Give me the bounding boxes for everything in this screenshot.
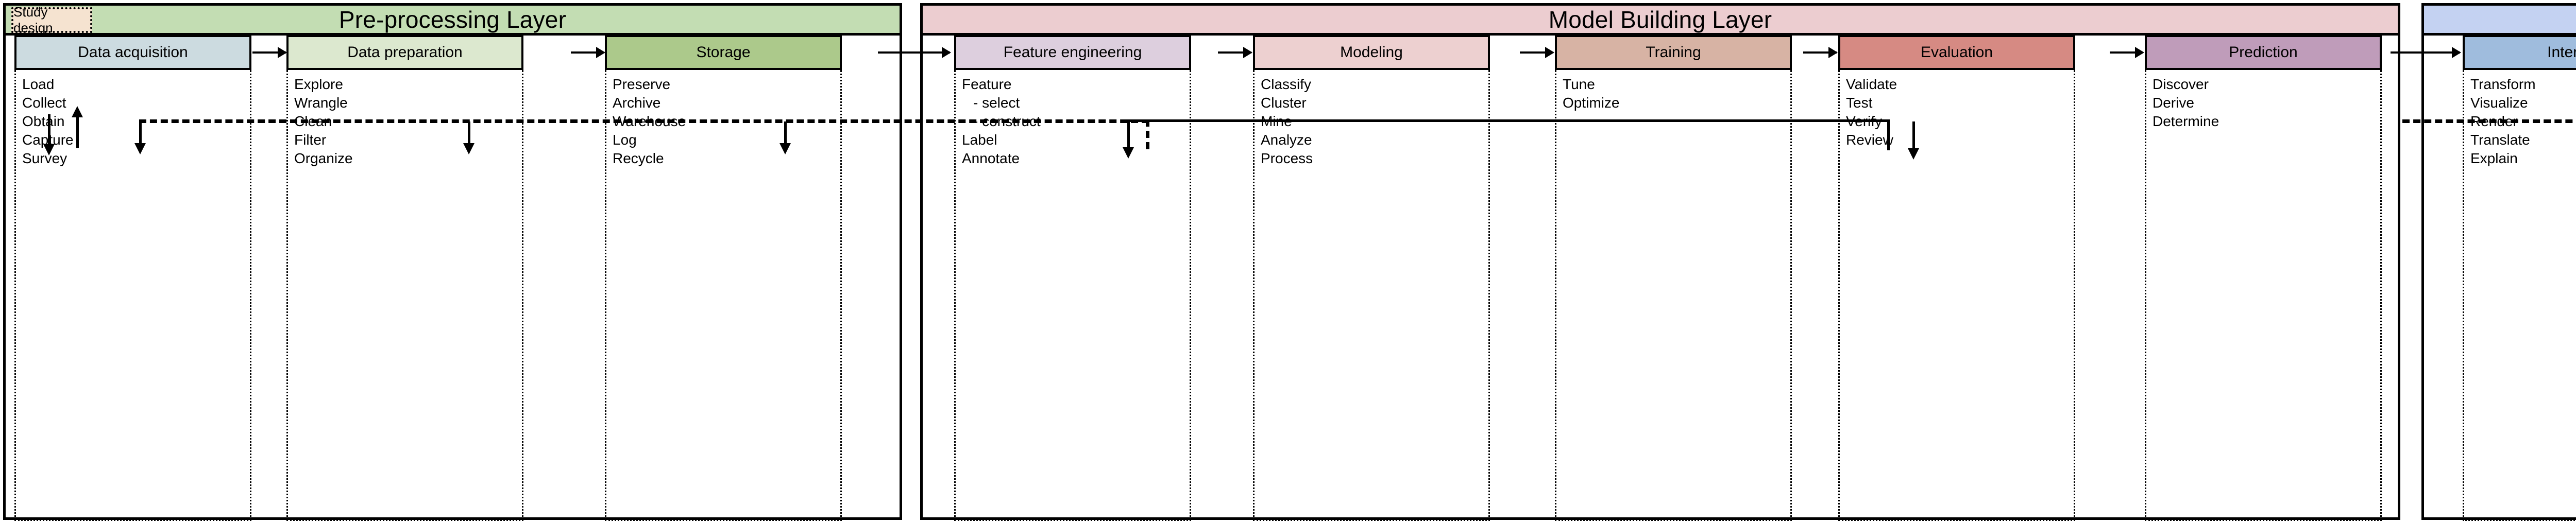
list-item: Classify xyxy=(1261,76,1312,92)
feedback-arrow-evaluation xyxy=(1908,121,1919,160)
arrow-modeling-to-training xyxy=(1520,47,1554,58)
stage-prediction[interactable]: Prediction Discover Derive Determine xyxy=(2145,35,2382,521)
layer-panel-model-building: Model Building Layer xyxy=(920,3,2400,520)
stage-box-interpretation[interactable]: Interpretation xyxy=(2463,35,2576,70)
stage-label-evaluation: Evaluation xyxy=(1920,43,1993,61)
feedback-bus-post xyxy=(2402,119,2576,123)
stage-feature-engineering[interactable]: Feature engineering Feature - select - c… xyxy=(954,35,1191,521)
arrow-preparation-to-storage xyxy=(571,47,605,58)
stage-modeling[interactable]: Modeling Classify Cluster Mine Analyze P… xyxy=(1253,35,1490,521)
stage-box-data-acquisition[interactable]: Data acquisition xyxy=(14,35,251,70)
list-item: Derive xyxy=(2153,94,2194,111)
list-item: Capture xyxy=(22,131,245,149)
feedback-arrow-feature-engineering xyxy=(1123,119,1134,159)
list-item: Translate xyxy=(2470,131,2530,148)
stage-training[interactable]: Training Tune Optimize xyxy=(1555,35,1792,521)
list-item: Optimize xyxy=(1563,94,1620,111)
study-design-up-arrow xyxy=(72,106,83,148)
stage-box-data-preparation[interactable]: Data preparation xyxy=(286,35,523,70)
arrow-prediction-to-interpretation xyxy=(2391,47,2461,58)
layer-panel-pre-processing: Pre-processing Layer xyxy=(3,3,902,520)
arrow-acquisition-to-preparation xyxy=(252,47,287,58)
stage-list-data-acquisition: Load Collect Obtain Capture Survey xyxy=(14,70,251,521)
feedback-bus-pre-drop xyxy=(1146,119,1149,149)
study-design-label: Study design xyxy=(13,4,53,36)
stage-list-evaluation: Validate Test Verify Review xyxy=(1838,70,2075,521)
stage-interpretation[interactable]: Interpretation Transform Visualize Rende… xyxy=(2463,35,2576,521)
arrow-training-to-evaluation xyxy=(1803,47,1838,58)
stage-label-data-acquisition: Data acquisition xyxy=(78,43,188,61)
list-item: Log xyxy=(613,131,637,148)
list-item: Test xyxy=(1846,94,1873,111)
study-design-down-arrow xyxy=(43,114,55,155)
list-item: Process xyxy=(1261,150,1313,166)
layer-header-model-building: Model Building Layer xyxy=(923,6,2398,36)
list-item: Determine xyxy=(2153,113,2219,129)
list-item: Feature xyxy=(962,76,1012,92)
arrow-evaluation-to-prediction xyxy=(2110,47,2144,58)
feedback-line-evaluation-to-feature xyxy=(1127,119,1890,122)
stage-box-evaluation[interactable]: Evaluation xyxy=(1838,35,2075,70)
arrow-feature-to-modeling xyxy=(1218,47,1252,58)
stage-label-training: Training xyxy=(1646,43,1701,61)
layer-title-pre-processing: Pre-processing Layer xyxy=(338,6,567,33)
stage-list-storage: Preserve Archive Warehouse Log Recycle xyxy=(605,70,842,521)
layer-header-pre-processing: Pre-processing Layer xyxy=(6,6,900,36)
list-item: Explore xyxy=(294,76,343,92)
stage-label-modeling: Modeling xyxy=(1340,43,1403,61)
list-item: Filter xyxy=(294,131,327,148)
layer-title-model-building: Model Building Layer xyxy=(1548,6,1772,33)
stage-label-prediction: Prediction xyxy=(2229,43,2298,61)
stage-list-prediction: Discover Derive Determine xyxy=(2145,70,2382,521)
list-item: Tune xyxy=(1563,76,1595,92)
list-item: Analyze xyxy=(1261,131,1312,148)
list-item: Load xyxy=(22,76,55,92)
stage-label-data-preparation: Data preparation xyxy=(347,43,463,61)
stage-list-data-preparation: Explore Wrangle Clean Filter Organize xyxy=(286,70,523,521)
stage-label-feature-engineering: Feature engineering xyxy=(1003,43,1142,61)
stage-evaluation[interactable]: Evaluation Validate Test Verify Review xyxy=(1838,35,2075,521)
layer-header-post-processing: Post-processing Layer xyxy=(2424,6,2576,36)
list-item: Visualize xyxy=(2470,94,2528,111)
stage-box-feature-engineering[interactable]: Feature engineering xyxy=(954,35,1191,70)
list-item: Collect xyxy=(22,94,66,111)
stage-box-storage[interactable]: Storage xyxy=(605,35,842,70)
list-item: Recycle xyxy=(613,150,664,166)
list-item: Organize xyxy=(294,150,353,166)
stage-data-acquisition[interactable]: Data acquisition Load Collect Obtain Cap… xyxy=(14,35,251,521)
list-item: Obtain xyxy=(22,113,65,129)
list-item: Annotate xyxy=(962,150,1020,166)
list-item: Validate xyxy=(1846,76,1897,92)
list-item: - select xyxy=(973,94,1020,111)
list-item: Survey xyxy=(22,150,67,166)
feedback-arrow-data-acquisition xyxy=(134,121,146,154)
feedback-riser-evaluation xyxy=(1887,119,1890,150)
stage-storage[interactable]: Storage Preserve Archive Warehouse Log R… xyxy=(605,35,842,521)
list-item: Cluster xyxy=(1261,94,1307,111)
list-item: Review xyxy=(1846,131,1893,148)
stage-list-interpretation: Transform Visualize Render Translate Exp… xyxy=(2463,70,2576,521)
list-item: Wrangle xyxy=(294,94,348,111)
list-item: Archive xyxy=(613,94,661,111)
feedback-arrow-data-preparation xyxy=(463,121,474,154)
feedback-bus-pre xyxy=(139,119,1149,123)
list-item: Discover xyxy=(2153,76,2209,92)
arrow-storage-to-feature xyxy=(878,47,951,58)
layer-panel-post-processing: Post-processing Layer xyxy=(2421,3,2576,520)
stage-label-interpretation: Interpretation xyxy=(2547,43,2576,61)
feedback-arrow-storage xyxy=(779,121,791,154)
stage-data-preparation[interactable]: Data preparation Explore Wrangle Clean F… xyxy=(286,35,523,521)
stage-box-training[interactable]: Training xyxy=(1555,35,1792,70)
stage-list-training: Tune Optimize xyxy=(1555,70,1792,521)
list-item: Transform xyxy=(2470,76,2536,92)
stage-box-modeling[interactable]: Modeling xyxy=(1253,35,1490,70)
list-item: Preserve xyxy=(613,76,671,92)
stage-box-prediction[interactable]: Prediction xyxy=(2145,35,2382,70)
stage-list-feature-engineering: Feature - select - construct Label Annot… xyxy=(954,70,1191,521)
study-design-badge: Study design xyxy=(11,4,92,36)
stage-label-storage: Storage xyxy=(696,43,751,61)
list-item: Label xyxy=(962,131,997,148)
stage-list-modeling: Classify Cluster Mine Analyze Process xyxy=(1253,70,1490,521)
list-item: Explain xyxy=(2470,150,2518,166)
